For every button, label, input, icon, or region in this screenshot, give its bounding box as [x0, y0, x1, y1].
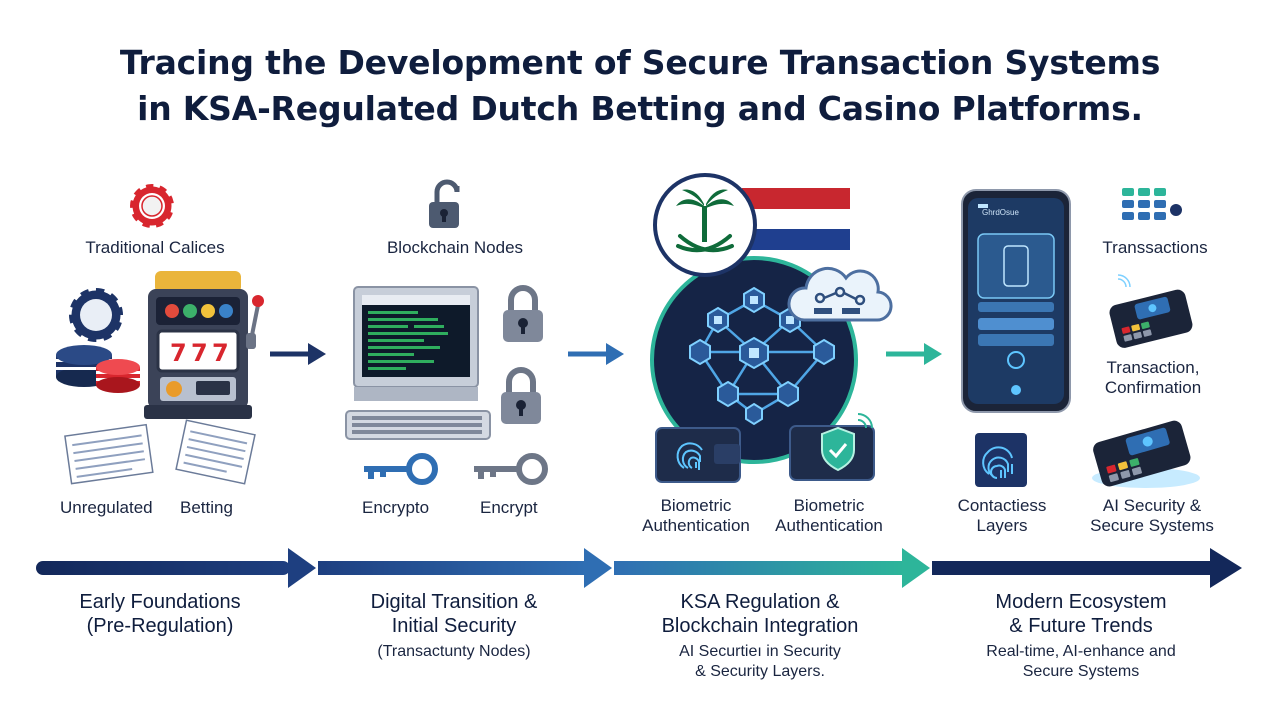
- phone-header-text: GhrdOsue: [982, 208, 1019, 217]
- cloud-network-icon: [787, 267, 893, 322]
- stage-3-title: KSA Regulation & Blockchain Integration: [622, 590, 898, 638]
- biometric-label-line-1: Biometric: [793, 496, 865, 515]
- contactless-label-line-1: Contactiess: [957, 496, 1047, 515]
- timeline-segment-4: [932, 548, 1242, 588]
- stage-1-title-line-2: (Pre-Regulation): [86, 615, 234, 637]
- arrow-right-icon: [270, 343, 326, 365]
- stage-4-title: Modern Ecosystem & Future Trends: [946, 590, 1216, 638]
- stage-3-title-line-1: KSA Regulation &: [680, 591, 840, 613]
- payment-terminal-icon: [1109, 274, 1193, 348]
- biometric-label-line-2: Authentication: [642, 516, 750, 535]
- biometric-label-line-1: Biometric: [660, 496, 732, 515]
- contactless-layers-label: Contactiess Layers: [940, 496, 1064, 536]
- computer-terminal-icon: [345, 286, 491, 440]
- shield-wallet-icon: [789, 413, 875, 481]
- transaction-confirmation-line-2: Confirmation: [1104, 378, 1202, 397]
- betting-slips-icon: [64, 419, 256, 485]
- poker-chips-stack-icon: [56, 285, 140, 393]
- stage-4-subtitle-line-2: Secure Systems: [1022, 663, 1140, 680]
- data-grid-icon: [1122, 188, 1182, 220]
- stage-3-subtitle: AI Securtieı in Security & Security Laye…: [622, 642, 898, 682]
- svg-text:7: 7: [191, 339, 208, 367]
- padlock-icon: [503, 285, 543, 342]
- payment-terminal-icon: [1092, 420, 1200, 488]
- ai-security-label-line-2: Secure Systems: [1090, 516, 1214, 535]
- transactions-label: Transsactions: [1102, 238, 1208, 257]
- transaction-confirmation-label: Transaction, Confirmation: [1078, 358, 1228, 398]
- ai-security-label-line-1: AI Security &: [1102, 496, 1202, 515]
- page-title: Tracing the Development of Secure Transa…: [0, 40, 1280, 132]
- timeline-segment-1: [36, 548, 316, 588]
- stage-3-title-line-2: Blockchain Integration: [661, 615, 859, 637]
- open-padlock-icon: [429, 179, 460, 228]
- arrow-right-icon: [568, 343, 624, 365]
- stage-4-subtitle-line-1: Real-time, AI-enhance and: [986, 643, 1176, 660]
- stage-1-title-line-1: Early Foundations: [79, 591, 241, 613]
- key-icon: [364, 453, 438, 485]
- stage-4-title-line-1: Modern Ecosystem: [995, 591, 1167, 613]
- biometric-label-line-2: Authentication: [775, 516, 883, 535]
- ai-security-label: AI Security & Secure Systems: [1074, 496, 1230, 536]
- title-line-1: Tracing the Development of Secure Transa…: [119, 43, 1161, 82]
- svg-text:7: 7: [170, 339, 187, 367]
- stage-2-title-line-2: Initial Security: [391, 615, 517, 637]
- blockchain-nodes-label: Blockchain Nodes: [386, 238, 524, 257]
- smartphone-app-icon: [961, 189, 1071, 413]
- stage-4-title-line-2: & Future Trends: [1009, 615, 1153, 637]
- saudi-emblem-icon: [653, 173, 757, 277]
- timeline-segment-2: [318, 548, 612, 588]
- stage-2-title-line-1: Digital Transition &: [370, 591, 538, 613]
- stage-3-subtitle-line-2: & Security Layers.: [695, 663, 825, 680]
- biometric-authentication-label-right: Biometric Authentication: [766, 496, 892, 536]
- stage-3-subtitle-line-1: AI Securtieı in Security: [679, 643, 841, 660]
- encrypt-label: Encrypt: [480, 498, 538, 517]
- title-line-2: in KSA-Regulated Dutch Betting and Casin…: [137, 89, 1143, 128]
- contactless-label-line-2: Layers: [976, 516, 1028, 535]
- slot-machine-icon: 7 7 7: [144, 271, 264, 419]
- betting-label: Betting: [180, 498, 233, 517]
- netherlands-flag-icon: [742, 188, 850, 250]
- stage-1-title: Early Foundations (Pre-Regulation): [40, 590, 280, 638]
- timeline-arrow: [36, 548, 1242, 588]
- stage-2-title: Digital Transition & Initial Security: [324, 590, 584, 638]
- fingerprint-wallet-icon: [655, 427, 741, 483]
- timeline-segment-3: [614, 548, 930, 588]
- poker-chip-icon: [127, 181, 177, 231]
- transaction-confirmation-line-1: Transaction,: [1106, 358, 1200, 377]
- arrow-right-icon: [886, 343, 942, 365]
- svg-text:7: 7: [212, 339, 229, 367]
- biometric-authentication-label-left: Biometric Authentication: [636, 496, 756, 536]
- stage-2-subtitle: (Transactunty Nodes): [377, 643, 531, 660]
- stage-4-subtitle: Real-time, AI-enhance and Secure Systems: [946, 642, 1216, 682]
- encrypto-label: Encrypto: [362, 498, 430, 517]
- key-icon: [474, 453, 548, 485]
- padlock-icon: [501, 367, 541, 424]
- traditional-calices-label: Traditional Calices: [85, 238, 225, 257]
- unregulated-label: Unregulated: [60, 498, 153, 517]
- fingerprint-icon: [975, 433, 1027, 487]
